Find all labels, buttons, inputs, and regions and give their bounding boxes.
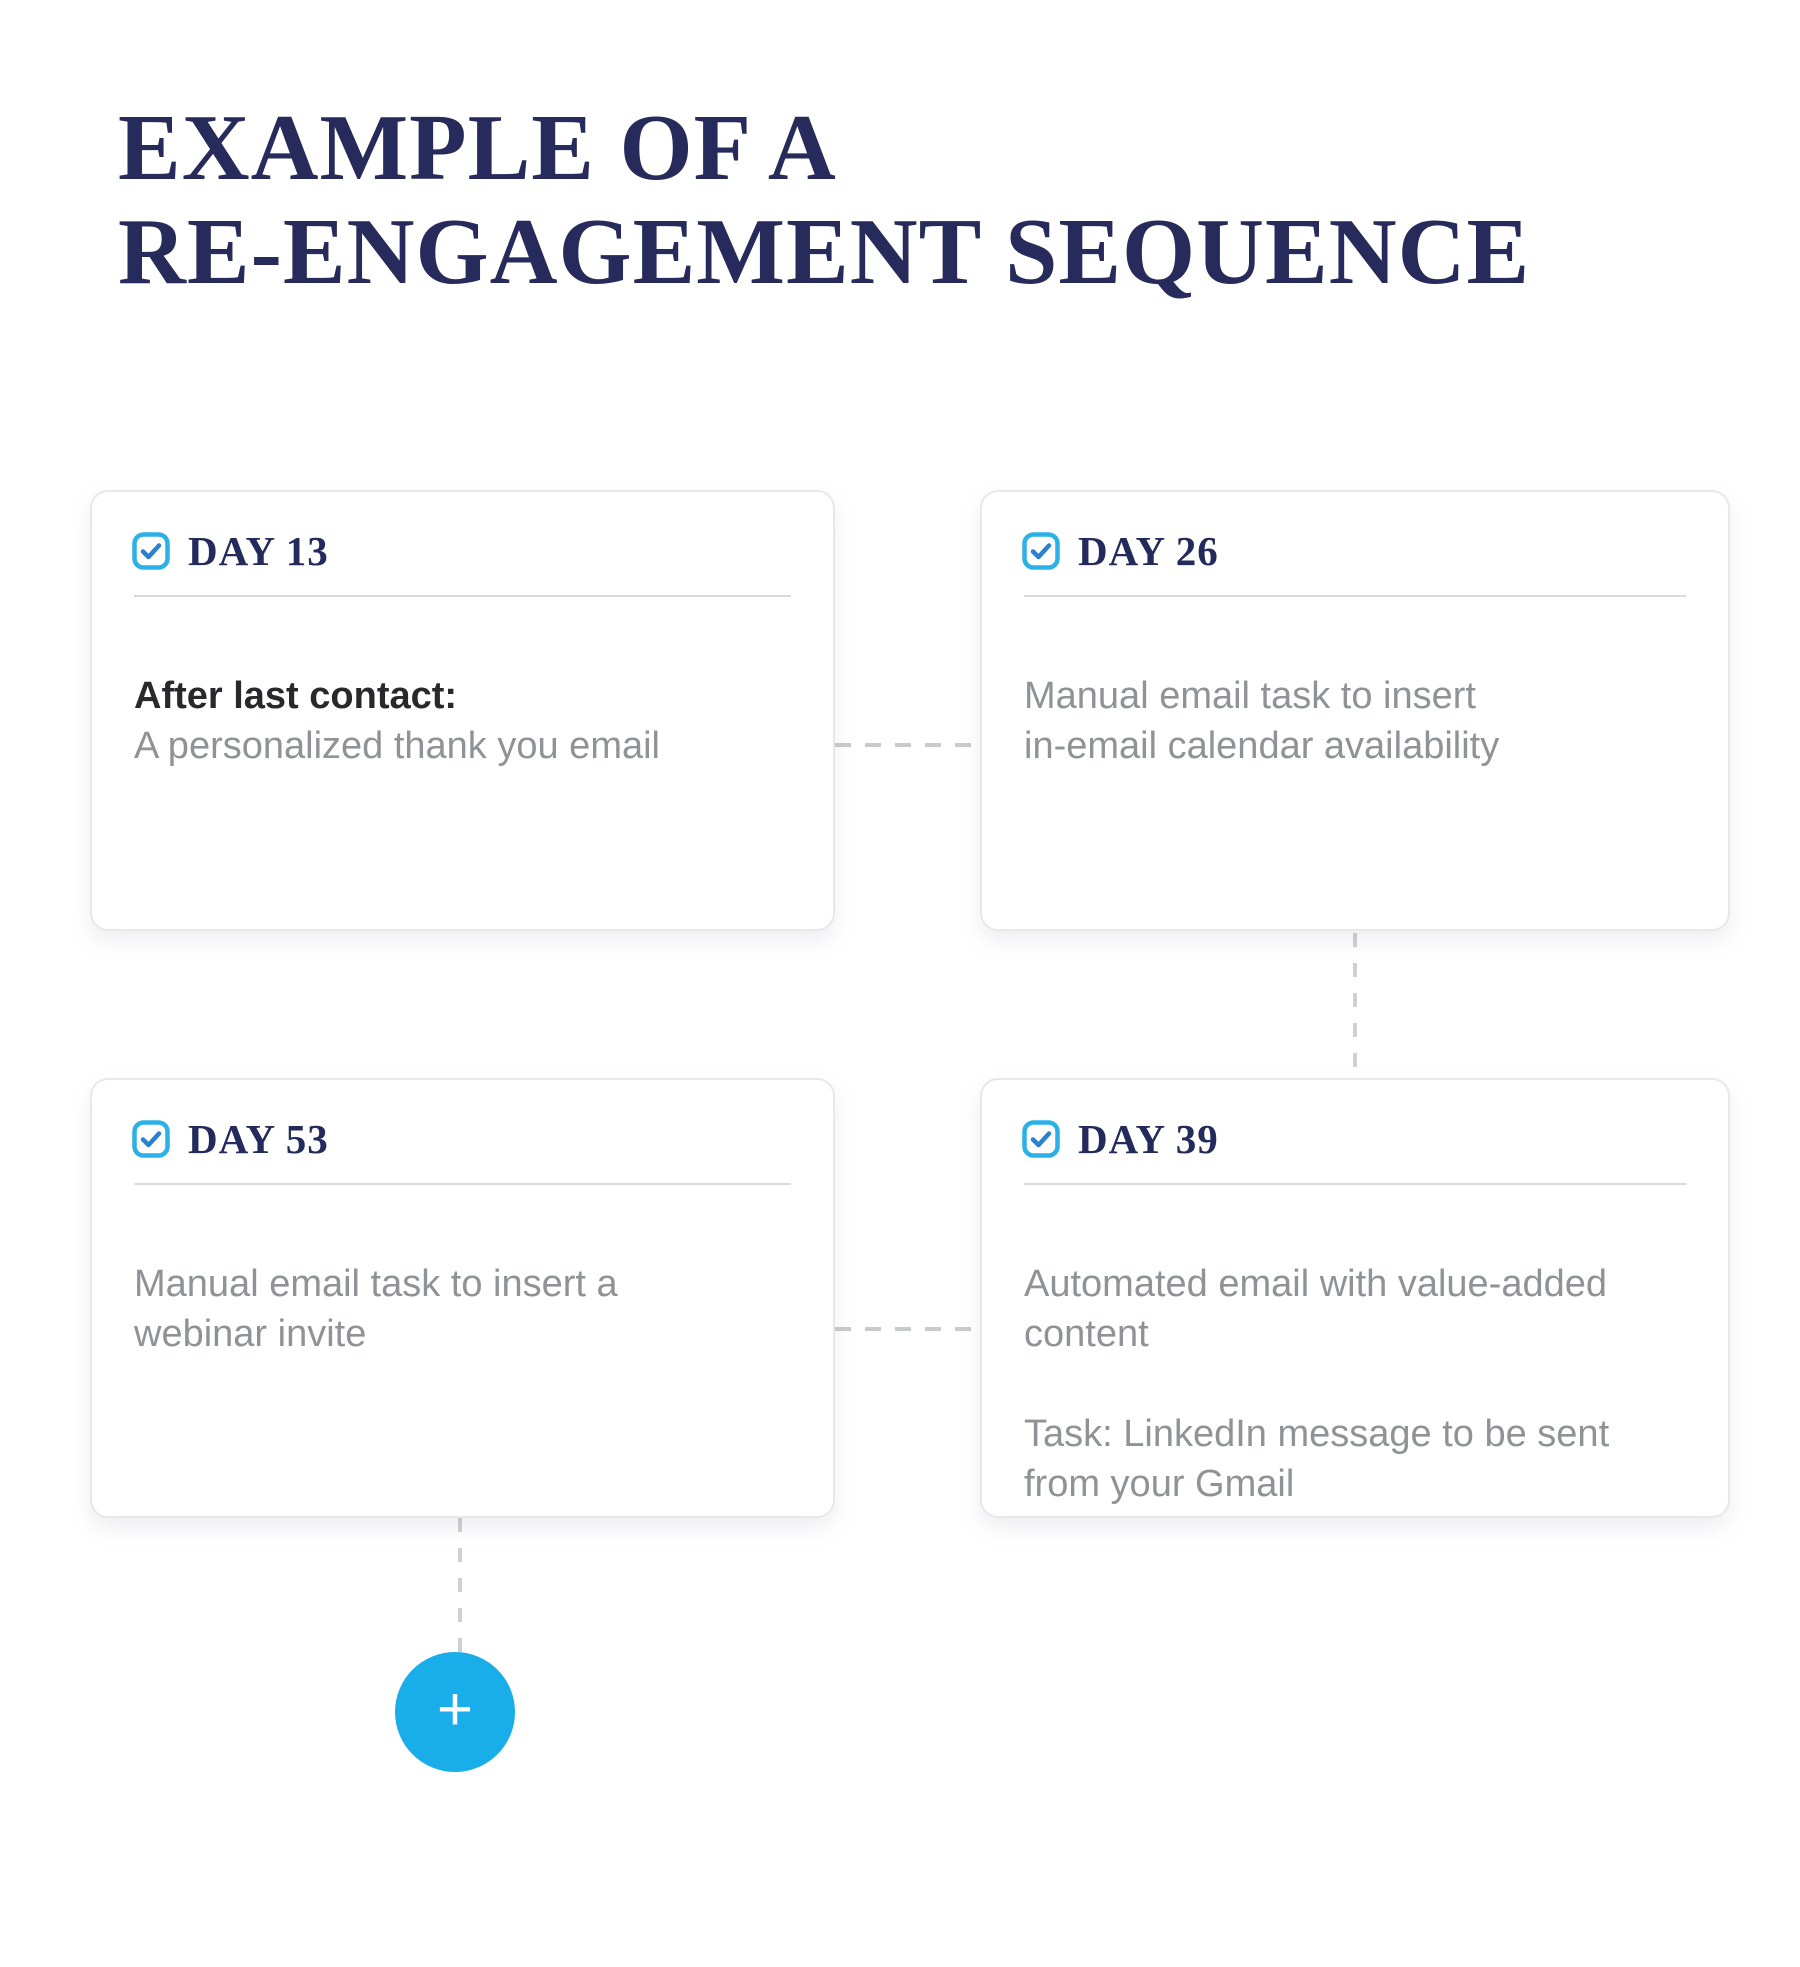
card-body-line: in-email calendar availability <box>1024 725 1500 767</box>
card-divider <box>134 595 791 597</box>
sequence-card-day-26[interactable]: DAY 26 Manual email task to insert in-em… <box>980 490 1730 931</box>
card-task-line: Task: LinkedIn message to be sent <box>1024 1413 1610 1455</box>
connector-day13-day26 <box>835 743 980 747</box>
card-divider <box>1024 595 1686 597</box>
page-title: EXAMPLE OF A RE-ENGAGEMENT SEQUENCE <box>118 96 1530 304</box>
page-title-line2: RE-ENGAGEMENT SEQUENCE <box>118 200 1531 304</box>
add-step-button[interactable]: + <box>395 1652 515 1772</box>
connector-day53-add <box>458 1518 462 1652</box>
card-lead-text: After last contact: <box>134 675 458 717</box>
card-body-line: A personalized thank you email <box>134 725 660 767</box>
page-title-line1: EXAMPLE OF A <box>118 96 837 200</box>
checkbox-checked-icon[interactable] <box>132 532 170 570</box>
card-task-line: from your Gmail <box>1024 1463 1295 1505</box>
card-body: Manual email task to insert in-email cal… <box>1024 671 1686 771</box>
card-body: After last contact: A personalized thank… <box>134 671 791 771</box>
card-body: Manual email task to insert a webinar in… <box>134 1259 791 1359</box>
sequence-card-day-39[interactable]: DAY 39 Automated email with value-added … <box>980 1078 1730 1518</box>
paragraph-gap <box>1024 1359 1686 1409</box>
card-header: DAY 26 <box>982 492 1728 575</box>
day-label: DAY 39 <box>1078 1116 1219 1162</box>
day-label: DAY 26 <box>1078 528 1219 574</box>
checkbox-checked-icon[interactable] <box>1022 1120 1060 1158</box>
sequence-card-day-53[interactable]: DAY 53 Manual email task to insert a web… <box>90 1078 835 1518</box>
card-body-line: Automated email with value-added <box>1024 1263 1608 1305</box>
card-body-line: Manual email task to insert a <box>134 1263 618 1305</box>
connector-day26-day39 <box>1353 933 1357 1078</box>
card-divider <box>1024 1183 1686 1185</box>
checkbox-checked-icon[interactable] <box>1022 532 1060 570</box>
card-header: DAY 13 <box>92 492 833 575</box>
checkbox-checked-icon[interactable] <box>132 1120 170 1158</box>
card-body-line: content <box>1024 1313 1149 1355</box>
card-divider <box>134 1183 791 1185</box>
card-body-line: webinar invite <box>134 1313 367 1355</box>
card-body: Automated email with value-added content… <box>1024 1259 1686 1509</box>
sequence-card-day-13[interactable]: DAY 13 After last contact: A personalize… <box>90 490 835 931</box>
card-header: DAY 53 <box>92 1080 833 1163</box>
connector-day53-day39 <box>835 1327 980 1331</box>
day-label: DAY 53 <box>188 1116 329 1162</box>
day-label: DAY 13 <box>188 528 329 574</box>
card-body-line: Manual email task to insert <box>1024 675 1476 717</box>
card-header: DAY 39 <box>982 1080 1728 1163</box>
plus-icon: + <box>436 1675 474 1744</box>
